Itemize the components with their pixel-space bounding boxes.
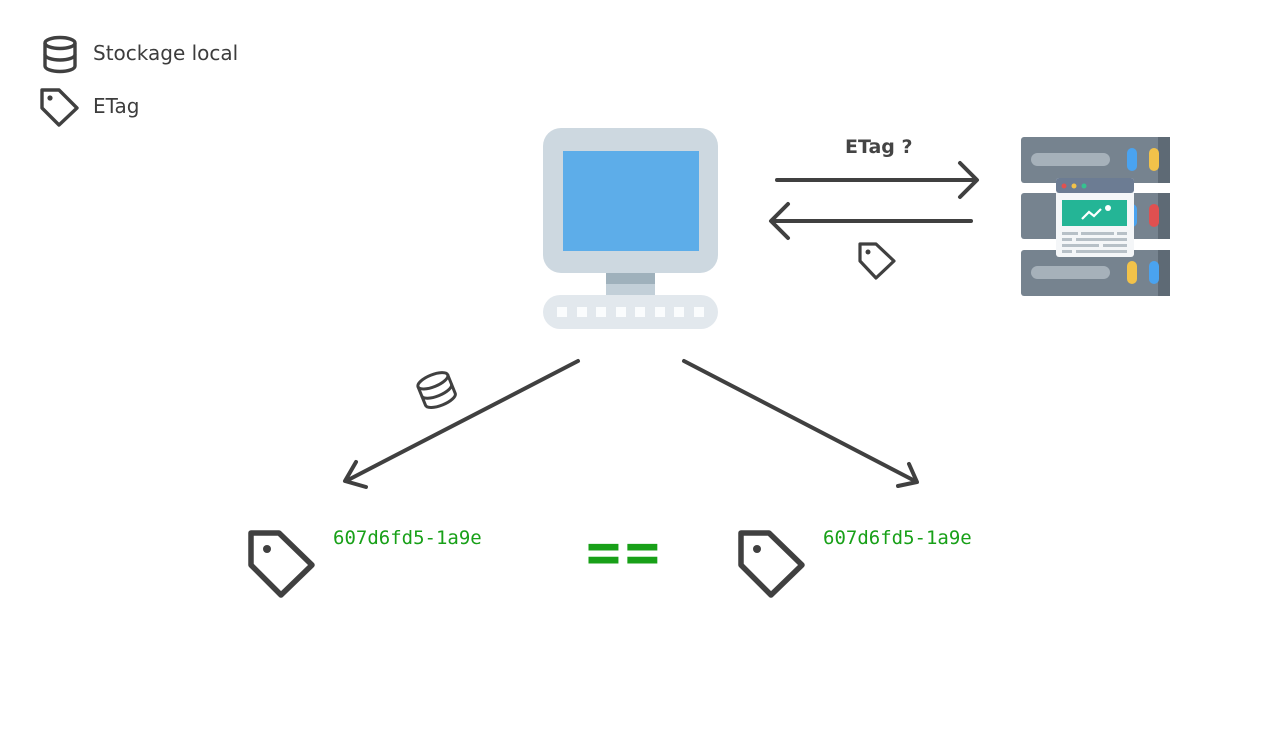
legend-etag-label: ETag bbox=[93, 94, 140, 118]
stored-etag-value: 607d6fd5-1a9e bbox=[333, 527, 482, 549]
tag-icon bbox=[40, 88, 79, 127]
read-storage-arrow bbox=[343, 359, 580, 489]
web-page-icon bbox=[1056, 178, 1134, 257]
compare-arrow bbox=[682, 359, 919, 488]
monitor-stand bbox=[606, 273, 655, 284]
request-arrow bbox=[775, 161, 979, 199]
monitor-screen bbox=[563, 151, 699, 251]
database-icon bbox=[43, 35, 77, 74]
local-storage-database-icon bbox=[416, 371, 457, 410]
response-tag-icon bbox=[858, 242, 896, 280]
server-etag-value: 607d6fd5-1a9e bbox=[823, 527, 972, 549]
client-computer-icon bbox=[543, 128, 718, 329]
etag-request-label: ETag ? bbox=[845, 136, 913, 158]
legend: Stockage local ETag bbox=[0, 0, 300, 140]
stored-etag-tag-icon bbox=[248, 530, 315, 598]
keyboard bbox=[543, 295, 718, 329]
legend-local-storage-label: Stockage local bbox=[93, 41, 239, 65]
equals-operator: == bbox=[586, 518, 664, 586]
response-arrow bbox=[769, 202, 973, 240]
server-icon bbox=[1021, 137, 1170, 296]
server-etag-tag-icon bbox=[738, 530, 805, 598]
